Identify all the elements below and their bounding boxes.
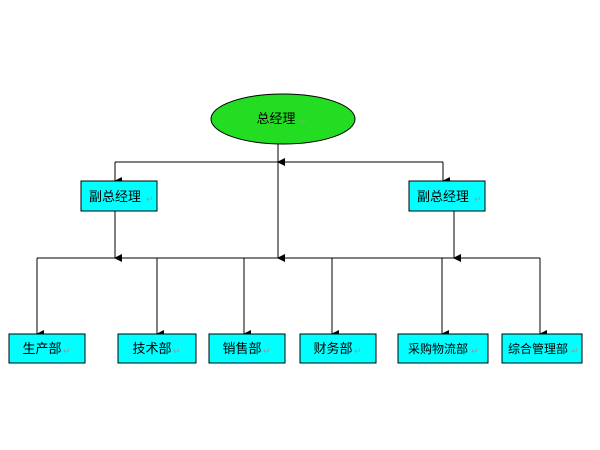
dept-box-general-management xyxy=(501,333,583,364)
dept-para-mark-finance: ↵ xyxy=(354,347,362,357)
vice-box-right xyxy=(408,180,486,212)
dept-label-general-management: 综合管理部 xyxy=(508,341,568,356)
dept-node-general-management[interactable]: 综合管理部 ↵ xyxy=(501,333,583,364)
root-label: 总经理 xyxy=(256,112,295,127)
vice-para-mark-right: ↵ xyxy=(474,195,482,205)
vice-label-left: 副总经理 xyxy=(89,190,141,205)
dept-box-purchasing-logistics xyxy=(397,333,489,364)
dept-node-finance[interactable]: 财务部 ↵ xyxy=(299,333,377,364)
dept-node-purchasing-logistics[interactable]: 采购物流部 ↵ xyxy=(397,333,489,364)
dept-para-mark-technology: ↵ xyxy=(173,347,181,357)
vice-node-right[interactable]: 副总经理 ↵ xyxy=(408,180,486,212)
dept-node-sales[interactable]: 销售部 ↵ xyxy=(208,333,286,364)
dept-node-technology[interactable]: 技术部 ↵ xyxy=(117,333,197,364)
dept-para-mark-production: ↵ xyxy=(63,347,71,357)
dept-box-technology xyxy=(117,333,197,364)
dept-box-sales xyxy=(208,333,286,364)
vice-node-left[interactable]: 副总经理 ↵ xyxy=(80,180,158,212)
connector-lines xyxy=(36,144,547,338)
dept-para-mark-purchasing-logistics: ↵ xyxy=(471,347,479,357)
root-para-mark: ↵ xyxy=(300,117,308,127)
dept-para-mark-general-management: ↵ xyxy=(571,347,579,357)
dept-para-mark-sales: ↵ xyxy=(263,347,271,357)
vice-para-mark-left: ↵ xyxy=(146,195,154,205)
dept-node-production[interactable]: 生产部 ↵ xyxy=(8,333,86,364)
dept-label-purchasing-logistics: 采购物流部 xyxy=(408,341,468,356)
dept-label-technology: 技术部 xyxy=(132,342,171,357)
dept-label-sales: 销售部 xyxy=(222,341,261,357)
dept-label-finance: 财务部 xyxy=(313,341,352,357)
root-node[interactable]: 总经理 ↵ xyxy=(210,93,356,145)
dept-label-production: 生产部 xyxy=(22,342,61,357)
vice-label-right: 副总经理 xyxy=(417,190,469,205)
root-ellipse xyxy=(210,93,356,145)
dept-box-finance xyxy=(299,333,377,364)
vice-box-left xyxy=(80,180,158,212)
dept-box-production xyxy=(8,333,86,364)
